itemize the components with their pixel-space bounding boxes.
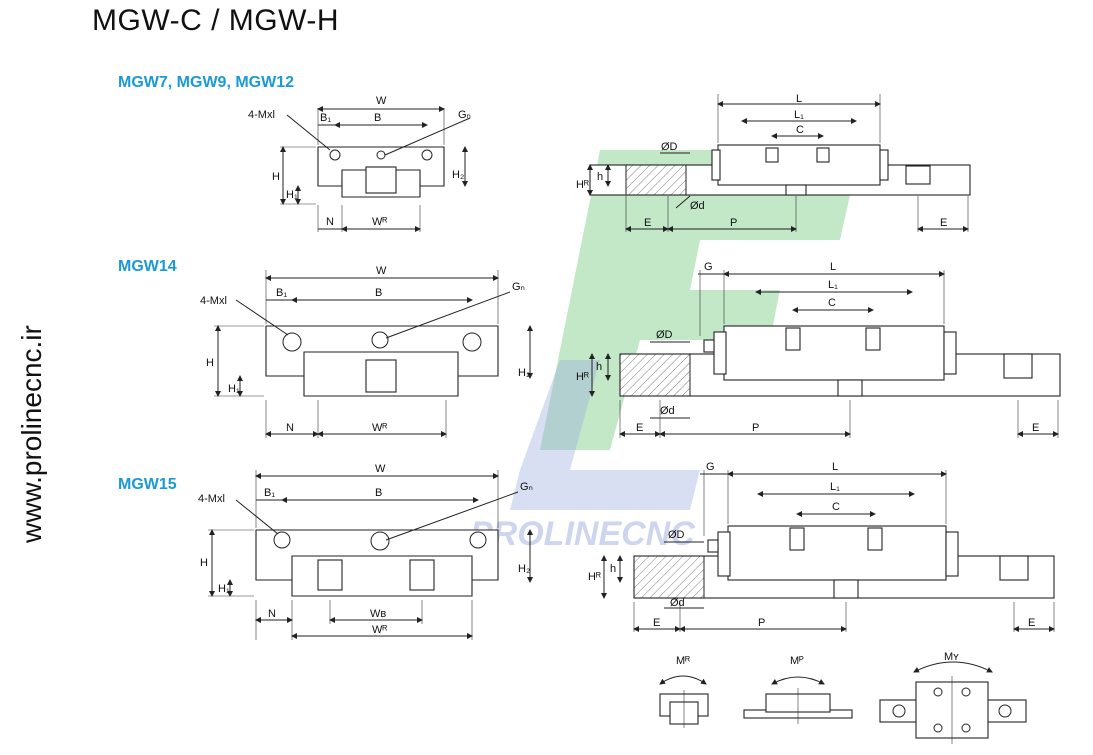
dim-HR: Hᴿ [588,571,601,583]
dim-H1: H₁ [228,383,240,395]
dim-H: H [206,357,214,369]
dim-Gn: Gₙ [520,481,533,493]
dim-C: C [828,297,836,309]
moment-diagram-mr: Mᴿ [659,655,709,728]
dim-OD: ØD [668,529,685,541]
dim-C: C [832,501,840,513]
dim-E: E [653,617,660,629]
moment-MR: Mᴿ [676,655,690,667]
dim-Od: Ød [660,405,675,417]
dim-B1: B₁ [264,487,275,499]
moment-diagram-my: Mʏ [879,651,1027,744]
dim-W: W [376,265,387,277]
dim-B: B [374,112,381,124]
side-view-mgw15: L L₁ C G ØD Ød Hᴿ h E P E [588,461,1055,632]
dim-E: E [644,217,651,229]
dim-N: N [268,608,276,620]
dim-W: W [376,95,387,107]
dim-Od: Ød [690,200,705,212]
dim-Mxl: 4-Mxl [248,109,275,121]
side-view-mgw7: L L₁ C ØD Ød Hᴿ h E P E [576,93,971,232]
dim-B1: B₁ [320,112,331,124]
dim-G: G [706,461,715,473]
dim-G: G [704,261,713,273]
dim-H2: H₂ [452,169,464,181]
front-view-mgw15: W B B₁ 4-Mxl Gₙ H H₁ H₂ N Wʙ Wᴿ [198,463,533,640]
dim-H2: H₂ [518,367,530,379]
dim-OD: ØD [661,141,678,153]
dim-Od: Ød [670,597,685,609]
dim-C: C [796,124,804,136]
dim-h: h [597,171,603,183]
dim-Gn: Gₙ [512,281,525,293]
dim-OD: ØD [656,329,673,341]
dim-B: B [375,487,382,499]
section-label-mgw7-9-12: MGW7, MGW9, MGW12 [118,74,294,91]
moment-diagram-mp: Mᴾ [743,655,853,724]
dim-WR: Wᴿ [372,624,387,636]
front-view-mgw14: W B B₁ 4-Mxl Gₙ H H₁ H₂ N Wᴿ [200,265,533,438]
dim-N: N [326,216,334,228]
dim-E-right: E [940,217,947,229]
dim-P: P [752,422,759,434]
moment-MY: Mʏ [944,651,959,663]
dim-N: N [286,422,294,434]
section-label-mgw14: MGW14 [118,258,177,275]
dim-E-right: E [1028,617,1035,629]
moment-MP: Mᴾ [790,655,804,667]
side-view-mgw14: L L₁ C G ØD Ød Hᴿ h E P E [576,261,1061,438]
dim-B1: B₁ [276,287,287,299]
dim-HR: Hᴿ [576,179,589,191]
dim-h: h [610,563,616,575]
front-view-mgw7: W B B₁ 4-Mxl Gₙ H H₁ H₂ N Wᴿ [248,95,471,232]
dim-L: L [830,261,836,273]
dim-Mxl: 4-Mxl [198,493,225,505]
dim-L1: L₁ [794,109,804,121]
dim-WR: Wᴿ [372,216,387,228]
page-title: MGW-C / MGW-H [92,4,340,37]
dim-H1: H₁ [218,583,230,595]
dim-P: P [730,217,737,229]
dim-H: H [200,557,208,569]
dim-E: E [636,422,643,434]
watermark-text: PROLINECNC [470,515,695,553]
dim-L: L [832,461,838,473]
dim-H1: H₁ [286,189,298,201]
dim-L: L [796,93,802,105]
dim-HR: Hᴿ [576,371,589,383]
section-label-mgw15: MGW15 [118,476,177,493]
dim-L1: L₁ [828,279,838,291]
dim-L1: L₁ [830,481,840,493]
dim-W: W [375,463,386,475]
dim-h: h [596,361,602,373]
dim-H: H [272,171,280,183]
dim-Gn: Gₙ [458,109,471,121]
dim-E-right: E [1032,422,1039,434]
dim-P: P [758,617,765,629]
dim-B: B [375,287,382,299]
dim-WB: Wʙ [370,608,386,620]
dim-H2: H₂ [518,563,530,575]
dim-Mxl: 4-Mxl [200,295,227,307]
dim-WR: Wᴿ [372,422,387,434]
